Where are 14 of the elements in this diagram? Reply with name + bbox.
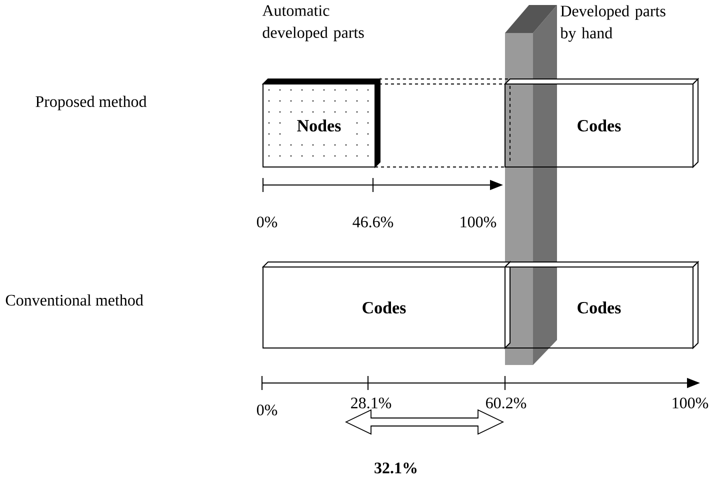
tick-label: 60.2% [486,398,526,408]
tick-label: 100% [672,398,708,408]
divider-bar [505,5,557,365]
tick-label: 100% [460,216,496,228]
column-heading: Automatic developed parts [262,5,364,42]
dashed-box [374,78,510,168]
difference-label: 32.1% [374,462,416,474]
column-heading: Developed parts by hand [560,5,666,42]
row-label: Conventional method [6,294,144,306]
tick-label: 28.1% [351,398,392,408]
tick-label: 0% [256,216,278,228]
row-label: Proposed method [36,96,147,110]
tick-label: 0% [256,404,278,416]
tick-label: 46.6% [352,216,394,228]
